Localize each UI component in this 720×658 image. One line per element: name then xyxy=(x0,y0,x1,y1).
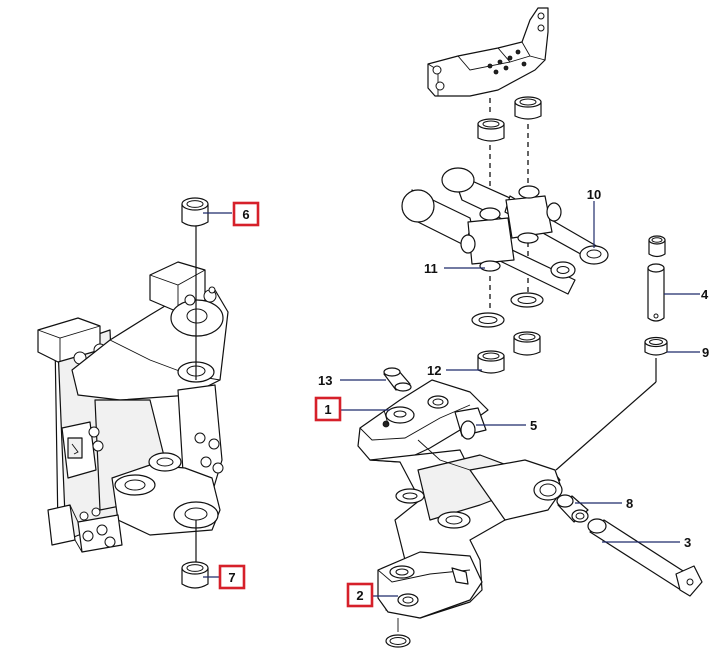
callout-11-label: 11 xyxy=(424,261,438,276)
callout-6: 6 xyxy=(232,201,260,227)
mounting-bracket xyxy=(427,7,549,97)
bushing-8 xyxy=(556,494,589,523)
pin-3 xyxy=(587,518,703,597)
callout-12-label: 12 xyxy=(427,363,441,378)
callout-10-label: 10 xyxy=(587,187,601,202)
callout-13-label: 13 xyxy=(318,373,332,388)
top-bushings xyxy=(477,96,542,142)
pin-13 xyxy=(383,367,412,392)
callout-2: 2 xyxy=(346,582,374,608)
callout-2-label: 2 xyxy=(356,588,363,603)
callout-9-label: 9 xyxy=(702,345,709,360)
callout-3-label: 3 xyxy=(684,535,691,550)
callout-6-label: 6 xyxy=(242,207,249,222)
callout-7: 7 xyxy=(218,564,246,590)
pin-4 xyxy=(644,235,668,356)
callout-7-label: 7 xyxy=(228,570,235,585)
bushing-6 xyxy=(181,197,209,227)
callout-1-label: 1 xyxy=(324,402,331,417)
hydraulic-cylinders xyxy=(401,167,609,295)
bushing-7 xyxy=(181,561,209,589)
callout-8-label: 8 xyxy=(626,496,633,511)
steering-knuckle xyxy=(357,379,563,648)
callout-1: 1 xyxy=(314,396,342,422)
washers-bushings xyxy=(471,292,544,374)
chassis-frame xyxy=(37,261,229,553)
callout-5-label: 5 xyxy=(530,418,537,433)
callout-4-label: 4 xyxy=(701,287,709,302)
